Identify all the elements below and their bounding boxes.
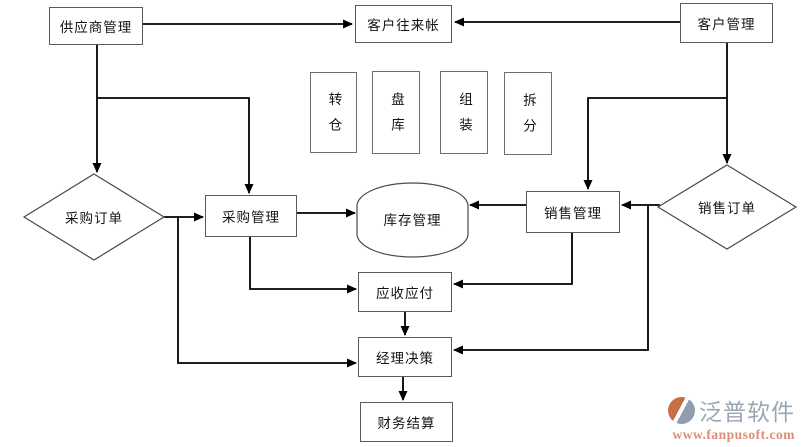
node-stocktaking: 盘库 (372, 71, 420, 154)
edge-customer-mgmt-to-sales-mgmt (583, 97, 727, 190)
node-sales-order: 销售订单 (698, 201, 756, 216)
node-purchase-management: 采购管理 (205, 195, 297, 237)
watermark-brand: 泛普软件 (699, 400, 795, 425)
node-manager-decision: 经理决策 (358, 337, 452, 377)
node-inventory-management: 库存管理 (383, 213, 442, 228)
node-customer-management: 客户管理 (680, 3, 773, 43)
node-transfer-warehouse: 转仓 (310, 72, 357, 153)
node-assembly: 组装 (440, 71, 488, 154)
sales-order-diamond-shape (656, 164, 798, 250)
node-supplier-management: 供应商管理 (49, 7, 143, 45)
inventory-cylinder-shape (356, 182, 469, 258)
node-customer-accounts: 客户往来帐 (355, 5, 452, 43)
edge-sales-order-to-manager-decision (453, 205, 649, 355)
node-disassembly: 拆分 (504, 72, 552, 155)
edge-purchase-mgmt-to-receivables (249, 237, 357, 294)
node-receivables-payables: 应收应付 (358, 272, 452, 312)
node-financial-settlement: 财务结算 (360, 402, 453, 442)
node-purchase-order: 采购订单 (65, 211, 123, 226)
purchase-order-diamond-shape (22, 173, 166, 261)
watermark-url: www.fanpusoft.com (672, 427, 795, 442)
node-sales-management: 销售管理 (526, 191, 620, 233)
fanpu-logo-icon (668, 396, 695, 424)
watermark: 泛普软件 www.fanpusoft.com (668, 393, 795, 443)
edge-purchase-order-to-manager-decision (177, 217, 357, 368)
edge-sales-mgmt-to-receivables (453, 233, 573, 289)
edge-supplier-to-purchase-mgmt (97, 97, 254, 194)
